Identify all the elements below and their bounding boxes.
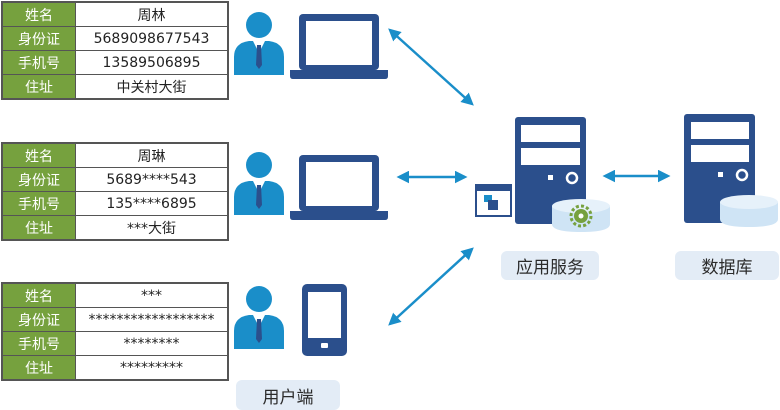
user-icon — [234, 12, 284, 75]
info-row: 住址 中关村大街 — [3, 75, 227, 98]
database-label: 数据库 — [675, 251, 779, 280]
field-label: 姓名 — [3, 284, 76, 307]
field-label: 住址 — [3, 216, 76, 239]
field-value: 周琳 — [137, 148, 166, 165]
field-value: 中关村大街 — [116, 79, 187, 96]
field-label: 住址 — [3, 75, 76, 98]
bidirectional-arrow-icon — [388, 28, 474, 106]
info-row: 手机号 13589506895 — [3, 51, 227, 75]
info-row: 身份证 5689098677543 — [3, 27, 227, 51]
info-row: 住址 ********* — [3, 356, 227, 379]
field-value: ********* — [120, 359, 183, 376]
user-icon — [234, 286, 284, 349]
field-value: ******** — [123, 335, 180, 352]
field-label: 姓名 — [3, 144, 76, 167]
field-label: 手机号 — [3, 51, 76, 74]
field-label: 手机号 — [3, 192, 76, 215]
client-label: 用户端 — [236, 380, 340, 410]
field-value: *** — [141, 287, 162, 304]
user-info-card-2: 姓名 周琳 身份证 5689****543 手机号 135****6895 住址 ***… — [1, 142, 229, 241]
info-row: 住址 ***大街 — [3, 216, 227, 239]
field-value: 135****6895 — [106, 195, 197, 212]
field-label: 姓名 — [3, 3, 76, 26]
field-value: 5689098677543 — [93, 30, 210, 47]
info-row: 姓名 周琳 — [3, 144, 227, 168]
field-value: ***大街 — [127, 220, 176, 237]
mobile-phone-icon — [302, 284, 347, 356]
field-value: 周林 — [137, 7, 166, 24]
info-row: 身份证 5689****543 — [3, 168, 227, 192]
user-info-card-1: 姓名 周林 身份证 5689098677543 手机号 13589506895 住址 中… — [1, 1, 229, 100]
field-label: 身份证 — [3, 27, 76, 50]
info-row: 手机号 ******** — [3, 332, 227, 356]
field-label: 身份证 — [3, 168, 76, 191]
bidirectional-arrow-icon — [388, 247, 474, 326]
laptop-icon — [290, 14, 388, 79]
app-service-label: 应用服务 — [501, 251, 599, 280]
info-row: 姓名 周林 — [3, 3, 227, 27]
user-icon — [234, 152, 284, 215]
field-value: 5689****543 — [106, 171, 197, 188]
field-label: 手机号 — [3, 332, 76, 355]
laptop-icon — [290, 155, 388, 220]
info-row: 姓名 *** — [3, 284, 227, 308]
info-row: 手机号 135****6895 — [3, 192, 227, 216]
user-info-card-3: 姓名*** 身份证****************** 手机号******** … — [1, 282, 229, 381]
field-value: 13589506895 — [102, 54, 201, 71]
gear-icon — [569, 204, 593, 228]
field-value: ****************** — [88, 311, 215, 328]
info-row: 身份证 ****************** — [3, 308, 227, 332]
server-icon — [515, 117, 586, 224]
field-label: 身份证 — [3, 308, 76, 331]
app-window-icon — [475, 184, 512, 217]
database-icon — [720, 195, 778, 227]
field-label: 住址 — [3, 356, 76, 379]
